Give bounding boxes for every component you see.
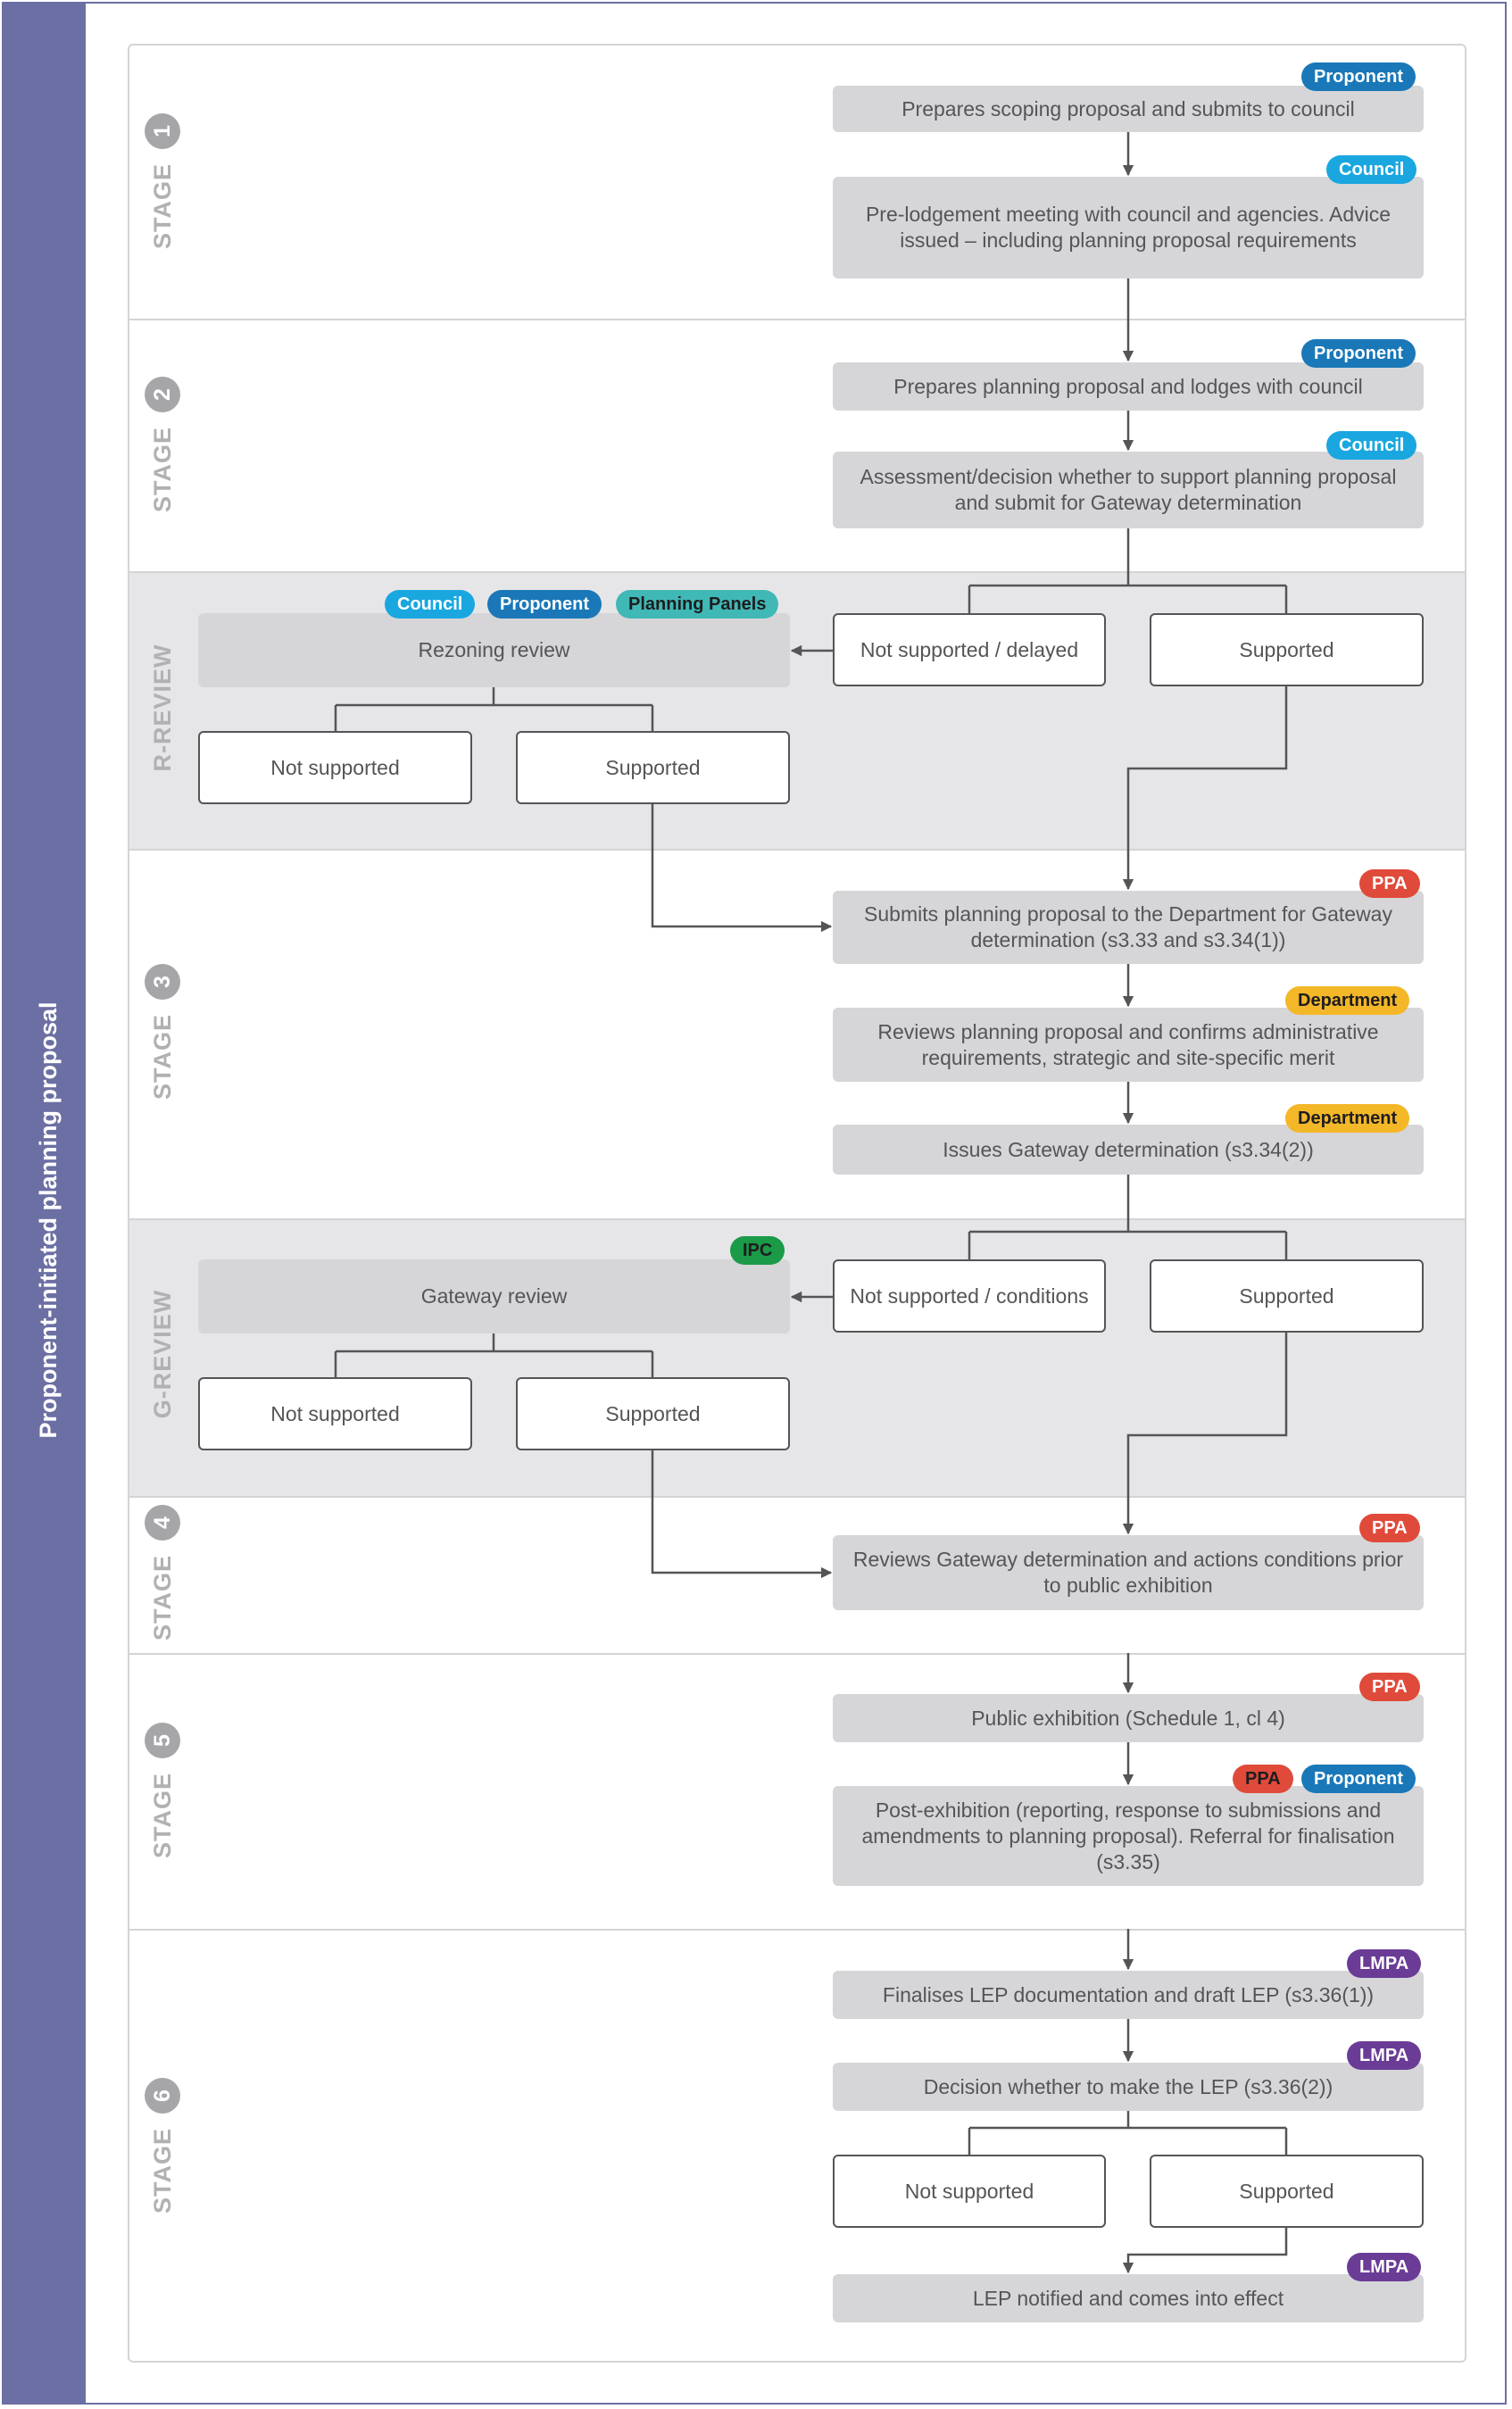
- step-decision-make-lep: Decision whether to make the LEP (s3.36(…: [833, 2063, 1424, 2111]
- step-text: Decision whether to make the LEP (s3.36(…: [923, 2074, 1333, 2098]
- badge-ppa: PPA: [1359, 1673, 1420, 1701]
- badge-council: Council: [1326, 155, 1417, 184]
- outcome-supported: Supported: [1150, 1259, 1424, 1333]
- badge-lmpa: LMPA: [1347, 2253, 1422, 2281]
- flowchart-panel: [128, 44, 1466, 2363]
- step-text: Submits planning proposal to the Departm…: [864, 902, 1392, 951]
- badge-council: Council: [1326, 431, 1417, 460]
- step-text: Finalises LEP documentation and draft LE…: [882, 1982, 1375, 2006]
- badge-proponent: Proponent: [487, 590, 602, 619]
- outcome-supported: Supported: [1150, 613, 1424, 686]
- step-gateway-determination: Issues Gateway determination (s3.34(2)): [833, 1125, 1424, 1175]
- badge-ppa: PPA: [1233, 1765, 1293, 1793]
- outcome-not-supported-conditions: Not supported / conditions: [833, 1259, 1106, 1333]
- step-text: Not supported: [904, 2179, 1034, 2203]
- step-prepare-planning-proposal: Prepares planning proposal and lodges wi…: [833, 362, 1424, 411]
- badge-department: Department: [1285, 1104, 1410, 1133]
- step-pre-lodgement-meeting: Pre-lodgement meeting with council and a…: [833, 177, 1424, 278]
- step-text: Supported: [605, 755, 701, 779]
- step-post-exhibition: Post-exhibition (reporting, response to …: [833, 1786, 1424, 1886]
- outcome-not-supported: Not supported: [198, 1377, 472, 1450]
- step-text: Not supported / delayed: [860, 637, 1079, 661]
- step-text: Prepares planning proposal and lodges wi…: [893, 374, 1363, 398]
- side-strip: Proponent-initiated planning proposal: [4, 4, 86, 2405]
- stage-divider: [129, 319, 1465, 320]
- outcome-supported: Supported: [1150, 2155, 1424, 2228]
- stage-divider: [129, 1929, 1465, 1931]
- step-actions-conditions: Reviews Gateway determination and action…: [833, 1535, 1424, 1610]
- step-text: Pre-lodgement meeting with council and a…: [865, 203, 1392, 252]
- step-text: LEP notified and comes into effect: [972, 2286, 1284, 2310]
- outcome-not-supported-delayed: Not supported / delayed: [833, 613, 1106, 686]
- step-text: Supported: [1239, 637, 1334, 661]
- outcome-supported: Supported: [516, 1377, 790, 1450]
- step-text: Not supported: [270, 1401, 400, 1425]
- branch-line: [968, 528, 1288, 613]
- stage-divider: [129, 571, 1465, 573]
- step-text: Gateway review: [420, 1284, 568, 1308]
- badge-department: Department: [1285, 986, 1410, 1015]
- step-text: Not supported / conditions: [850, 1283, 1089, 1308]
- step-lep-notified: LEP notified and comes into effect: [833, 2274, 1424, 2322]
- step-council-assessment: Assessment/decision whether to support p…: [833, 452, 1424, 528]
- outcome-supported: Supported: [516, 731, 790, 804]
- badge-lmpa: LMPA: [1347, 2041, 1422, 2070]
- step-text: Prepares scoping proposal and submits to…: [901, 96, 1355, 120]
- branch-line: [334, 687, 654, 731]
- step-gateway-review: Gateway review: [198, 1259, 790, 1333]
- step-text: Issues Gateway determination (s3.34(2)): [943, 1137, 1314, 1161]
- step-public-exhibition: Public exhibition (Schedule 1, cl 4): [833, 1694, 1424, 1742]
- badge-proponent: Proponent: [1301, 339, 1416, 368]
- badge-proponent: Proponent: [1301, 62, 1416, 91]
- step-text: Post-exhibition (reporting, response to …: [861, 1798, 1395, 1873]
- badge-ppa: PPA: [1359, 1514, 1420, 1542]
- badge-ppa: PPA: [1359, 869, 1420, 898]
- branch-line: [968, 1175, 1288, 1259]
- outcome-not-supported: Not supported: [198, 731, 472, 804]
- step-text: Reviews planning proposal and confirms a…: [877, 1019, 1379, 1069]
- step-text: Supported: [1239, 2179, 1334, 2203]
- arrow: [1122, 1333, 1288, 1535]
- stage-divider: [129, 1218, 1465, 1220]
- step-text: Rezoning review: [418, 638, 570, 661]
- step-finalise-lep: Finalises LEP documentation and draft LE…: [833, 1971, 1424, 2019]
- step-submit-for-gateway: Submits planning proposal to the Departm…: [833, 891, 1424, 964]
- badge-council: Council: [385, 590, 476, 619]
- branch-line: [334, 1333, 654, 1377]
- step-department-review: Reviews planning proposal and confirms a…: [833, 1008, 1424, 1082]
- step-text: Not supported: [270, 755, 400, 779]
- arrow: [651, 804, 833, 933]
- step-text: Supported: [1239, 1283, 1334, 1308]
- stage-divider: [129, 1653, 1465, 1655]
- step-text: Assessment/decision whether to support p…: [860, 465, 1397, 514]
- arrow: [651, 1450, 833, 1579]
- arrow: [1122, 686, 1288, 891]
- badge-proponent: Proponent: [1301, 1765, 1416, 1793]
- step-text: Supported: [605, 1401, 701, 1425]
- badge-planning-panels: Planning Panels: [616, 590, 779, 619]
- branch-line: [968, 2111, 1288, 2155]
- stage-divider: [129, 849, 1465, 851]
- arrow: [1122, 2228, 1288, 2274]
- badge-lmpa: LMPA: [1347, 1949, 1422, 1978]
- step-scoping-proposal: Prepares scoping proposal and submits to…: [833, 86, 1424, 132]
- step-rezoning-review: Rezoning review: [198, 613, 790, 687]
- step-text: Reviews Gateway determination and action…: [852, 1548, 1404, 1597]
- badge-ipc: IPC: [730, 1236, 785, 1265]
- step-text: Public exhibition (Schedule 1, cl 4): [971, 1706, 1285, 1730]
- outcome-not-supported: Not supported: [833, 2155, 1106, 2228]
- stage-divider: [129, 1496, 1465, 1498]
